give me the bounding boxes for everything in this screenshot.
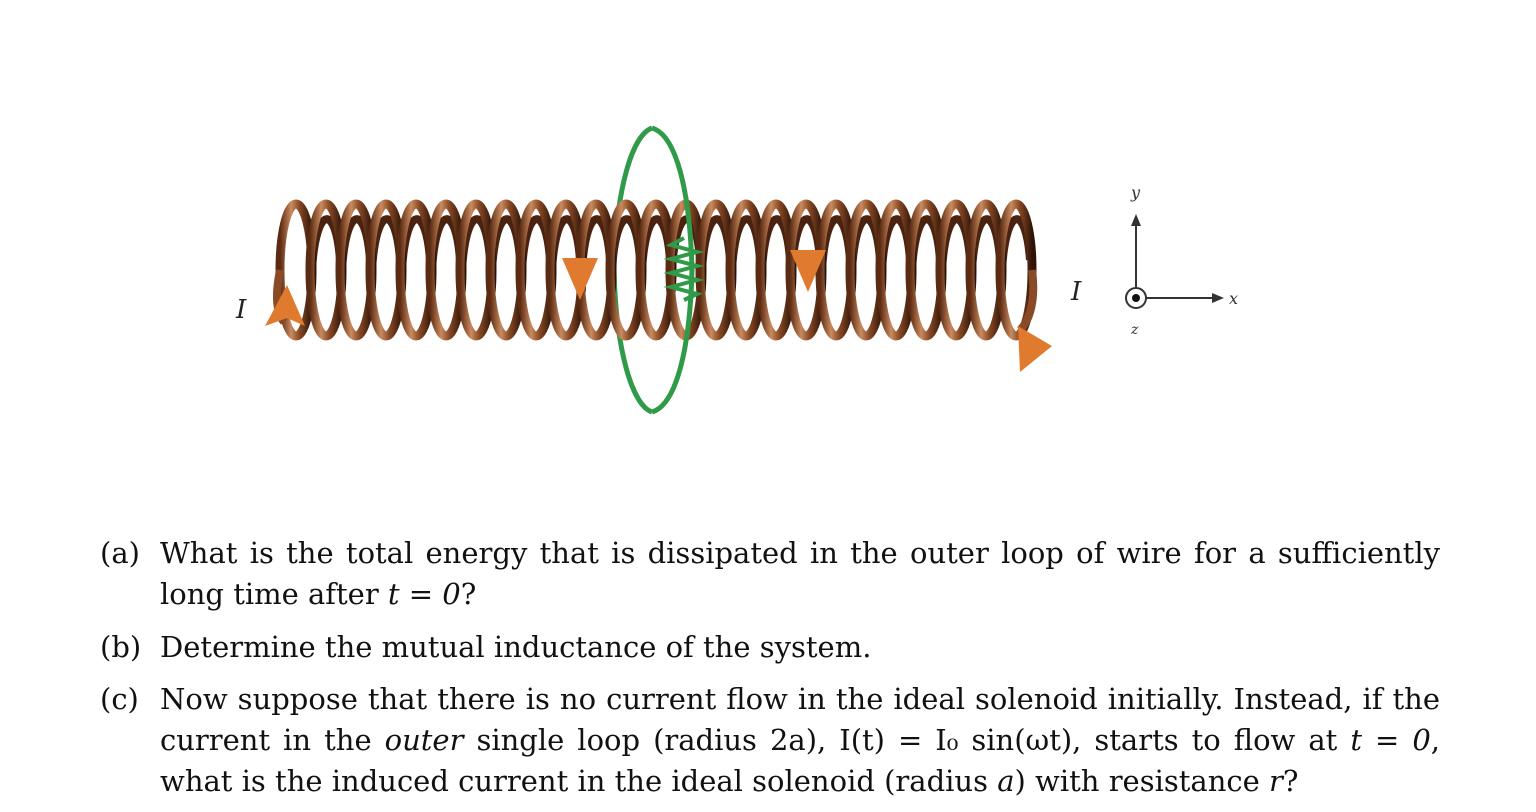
question-text: Determine the mutual inductance of the s… (160, 630, 872, 664)
outer-loop-resistor (663, 236, 705, 302)
outer-loop-front (651, 125, 695, 415)
emphasis: outer (384, 723, 464, 757)
axis-label-y: y (1130, 183, 1141, 202)
current-label-right: I (1070, 277, 1082, 307)
math-expression: a (997, 764, 1015, 798)
current-arrow-left (265, 285, 305, 326)
solenoid-coil (273, 199, 1038, 341)
axis-label-z: z (1130, 322, 1139, 338)
current-arrow-right (1018, 326, 1052, 372)
current-label-left: I (235, 295, 247, 325)
question-text: What is the total energy that is dissipa… (160, 536, 1440, 611)
math-expression: I(t) = I₀ sin(ωt) (839, 723, 1073, 757)
math-expression: r (1269, 764, 1283, 798)
question-b: (b) Determine the mutual inductance of t… (100, 627, 1440, 668)
question-c: (c) Now suppose that there is no current… (100, 679, 1440, 802)
current-arrow-mid-left (562, 258, 598, 300)
solenoid-figure: I I y x z (235, 125, 1238, 415)
question-label: (b) (100, 630, 142, 664)
math-expression: t = 0 (1350, 723, 1431, 757)
coordinate-axes (1125, 214, 1224, 309)
question-label: (a) (100, 536, 140, 570)
math-expression: t = 0 (387, 577, 461, 611)
question-text: Now suppose that there is no current flo… (160, 682, 1440, 798)
question-label: (c) (100, 682, 139, 716)
math-expression: 2a (769, 723, 806, 757)
coil-lead-out (1016, 269, 1038, 333)
question-a: (a) What is the total energy that is dis… (100, 533, 1440, 615)
current-arrow-mid-right (790, 250, 826, 292)
axis-label-x: x (1229, 289, 1238, 308)
